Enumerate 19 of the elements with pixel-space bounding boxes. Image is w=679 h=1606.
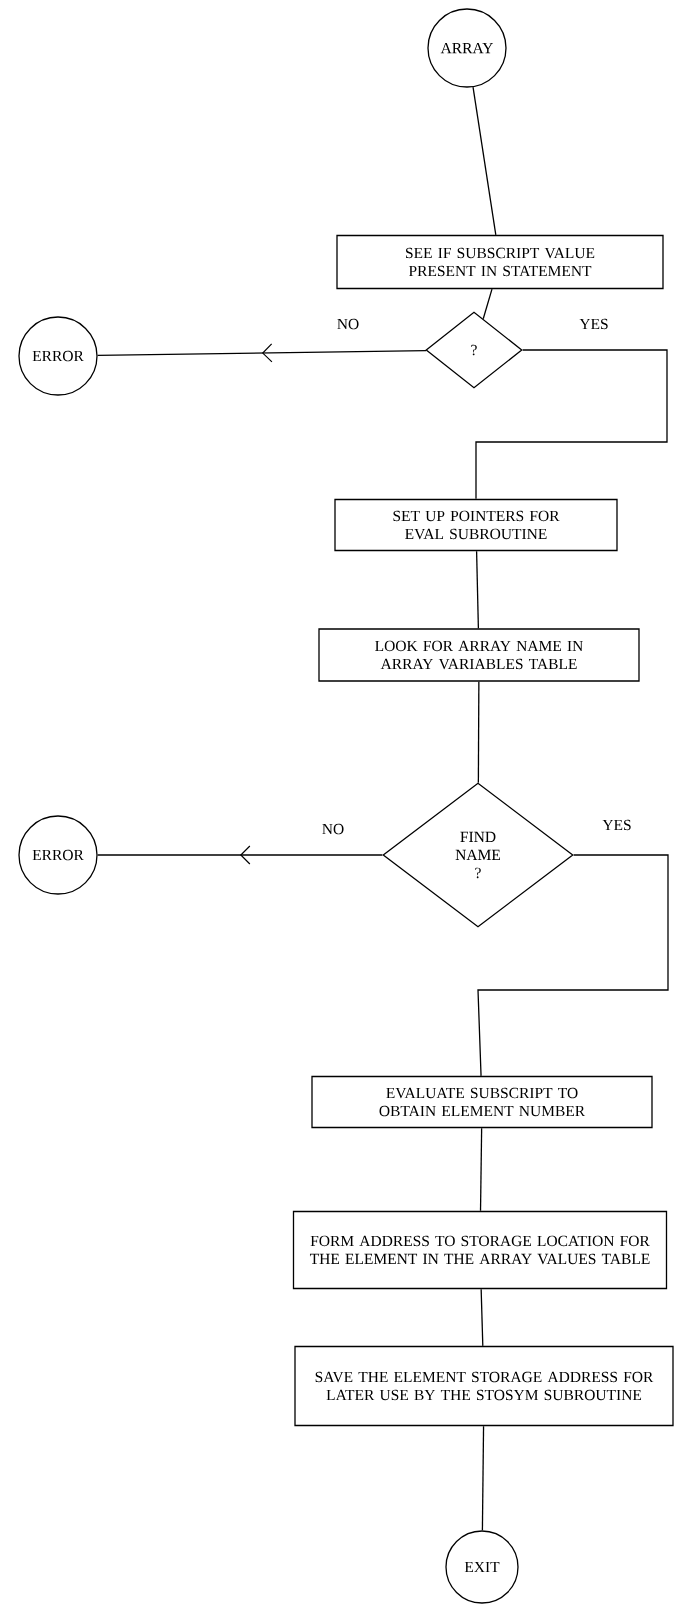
process-box: FORM ADDRESS TO STORAGE LOCATION FOR THE ELEMENT IN THE ARRAY VALUES TABLE	[292, 1210, 668, 1290]
process-box: SEE IF SUBSCRIPT VALUE PRESENT IN STATEMENT	[336, 234, 664, 290]
connector-line	[475, 349, 668, 500]
connector-line	[477, 854, 669, 1077]
connector-line	[479, 1127, 483, 1212]
connector-line	[480, 1288, 484, 1347]
edge-label: YES	[578, 317, 610, 331]
connector-line	[472, 86, 497, 236]
process-box: SAVE THE ELEMENT STORAGE ADDRESS FOR LATER USE BY THE STOSYM SUBROUTINE	[294, 1345, 674, 1427]
connector-line	[475, 550, 480, 629]
process-box: EVALUATE SUBSCRIPT TO OBTAIN ELEMENT NUMBER	[311, 1075, 653, 1129]
edge-label: YES	[601, 818, 633, 832]
connector-line	[481, 1425, 485, 1531]
edge-label: NO	[320, 822, 346, 836]
edge-label: NO	[335, 317, 361, 331]
process-box: LOOK FOR ARRAY NAME IN ARRAY VARIABLES TABLE	[318, 628, 640, 682]
connector-line	[482, 288, 493, 320]
process-box: SET UP POINTERS FOR EVAL SUBROUTINE	[334, 498, 618, 552]
connector-line	[477, 681, 480, 784]
